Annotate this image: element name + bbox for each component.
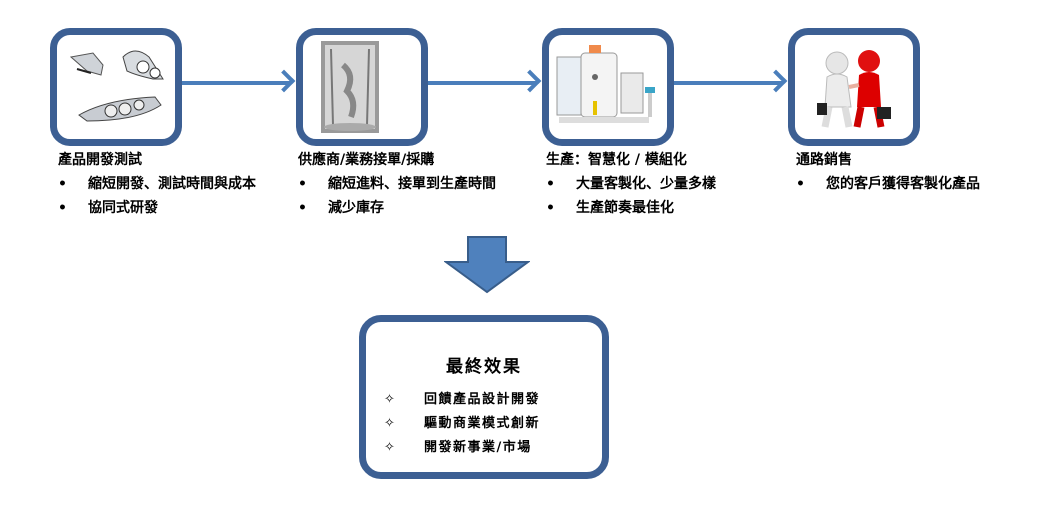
- stage-3-image-frame: [542, 28, 674, 146]
- final-item: ✧回饋產品設計開發: [384, 388, 540, 412]
- bullet-icon: •: [546, 200, 555, 216]
- bullet-icon: •: [546, 176, 555, 192]
- flow-arrow-1: [182, 81, 290, 85]
- final-item: ✧開發新事業/市場: [384, 436, 540, 460]
- final-item: ✧驅動商業模式創新: [384, 412, 540, 436]
- stage-2-text: 供應商/業務接單/採購 •縮短進料、接單到生產時間 •減少庫存: [298, 148, 496, 220]
- flow-arrow-3: [674, 81, 782, 85]
- bullet-icon: •: [796, 176, 805, 192]
- stage-3-text: 生產：智慧化 / 模組化 •大量客製化、少量多樣 •生產節奏最佳化: [546, 148, 716, 220]
- stage-bullet: •生產節奏最佳化: [546, 196, 716, 220]
- four-point-star-icon: ✧: [384, 440, 397, 455]
- stage-title: 通路銷售: [796, 152, 852, 168]
- final-result-box: 最終效果 ✧回饋產品設計開發 ✧驅動商業模式創新 ✧開發新事業/市場: [359, 315, 609, 479]
- stage-4-text: 通路銷售 •您的客戶獲得客製化產品: [796, 148, 980, 196]
- four-point-star-icon: ✧: [384, 416, 397, 431]
- booth-machine-image: [321, 41, 379, 133]
- stage-title: 產品開發測試: [58, 152, 142, 168]
- handshake-image: [817, 50, 891, 128]
- bullet-icon: •: [58, 176, 67, 192]
- down-arrow-icon: [444, 236, 530, 294]
- stage-bullet: •大量客製化、少量多樣: [546, 172, 716, 196]
- flow-arrow-2: [428, 81, 536, 85]
- stage-bullet: •減少庫存: [298, 196, 496, 220]
- stage-2-image-frame: [296, 28, 428, 146]
- production-machine-image: [556, 45, 655, 123]
- bullet-icon: •: [298, 200, 307, 216]
- stage-4-image-frame: [788, 28, 920, 146]
- headlights-image: [69, 50, 164, 122]
- stage-1-text: 產品開發測試 •縮短開發、測試時間與成本 •協同式研發: [58, 148, 256, 220]
- bullet-icon: •: [58, 200, 67, 216]
- stage-title: 生產：智慧化 / 模組化: [546, 152, 687, 168]
- stage-bullet: •您的客戶獲得客製化產品: [796, 172, 980, 196]
- stage-bullet: •縮短開發、測試時間與成本: [58, 172, 256, 196]
- stage-1-image-frame: [50, 28, 182, 146]
- stage-bullet: •協同式研發: [58, 196, 256, 220]
- stage-title: 供應商/業務接單/採購: [298, 152, 435, 168]
- four-point-star-icon: ✧: [384, 392, 397, 407]
- final-title: 最終效果: [446, 357, 522, 377]
- bullet-icon: •: [298, 176, 307, 192]
- stage-bullet: •縮短進料、接單到生產時間: [298, 172, 496, 196]
